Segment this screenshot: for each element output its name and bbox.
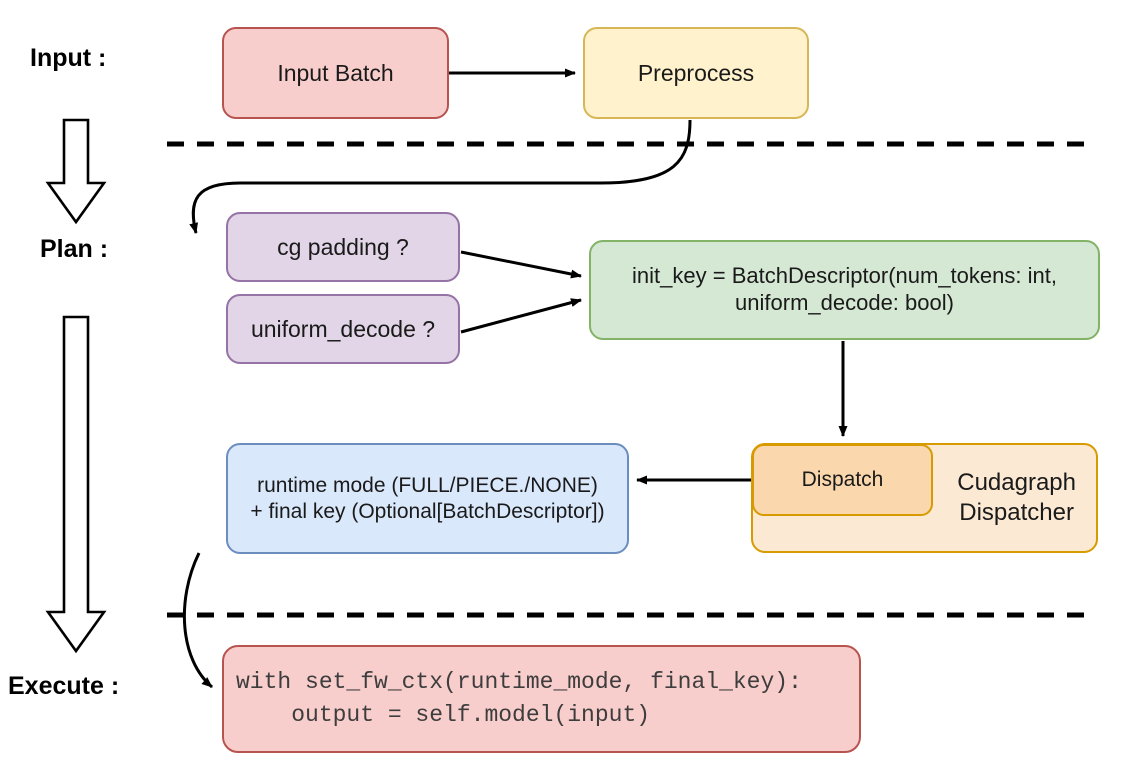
- node-preprocess[interactable]: Preprocess: [583, 27, 809, 119]
- node-input-batch[interactable]: Input Batch: [222, 27, 449, 119]
- node-execute-code-block[interactable]: with set_fw_ctx(runtime_mode, final_key)…: [222, 645, 861, 753]
- input-to-plan-block-arrow: [45, 118, 107, 225]
- node-init-key-batch-descriptor[interactable]: init_key = BatchDescriptor(num_tokens: i…: [589, 240, 1100, 340]
- plan-to-execute-block-arrow: [45, 315, 107, 654]
- node-dispatch[interactable]: Dispatch: [752, 444, 933, 516]
- stage-label-plan: Plan :: [40, 235, 109, 263]
- node-uniform-decode[interactable]: uniform_decode ?: [226, 294, 460, 364]
- node-cg-padding[interactable]: cg padding ?: [226, 212, 460, 282]
- uniform-decode-to-init-key: [460, 298, 582, 334]
- runtime-mode-to-exec-code: [183, 552, 213, 689]
- stage-label-input: Input :: [30, 44, 107, 72]
- cg-padding-to-init-key: [460, 250, 582, 279]
- stage-label-execute: Execute :: [8, 672, 120, 700]
- node-runtime-mode[interactable]: runtime mode (FULL/PIECE./NONE) + final …: [226, 443, 629, 554]
